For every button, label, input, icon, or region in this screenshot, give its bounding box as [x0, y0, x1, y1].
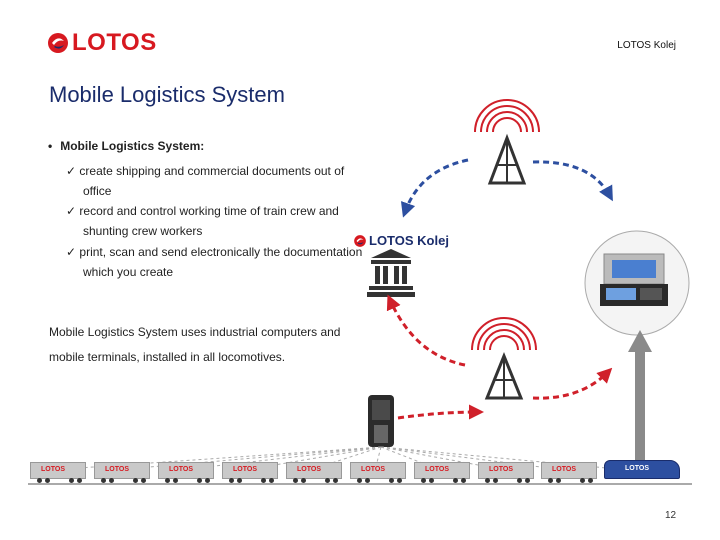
blue-arrow	[533, 162, 610, 196]
wheel-icon	[269, 478, 274, 483]
wheel-icon	[229, 478, 234, 483]
blue-arrow	[405, 160, 468, 212]
wheel-icon	[173, 478, 178, 483]
wheel-icon	[429, 478, 434, 483]
brand-label: LOTOS Kolej	[617, 40, 676, 51]
check-item-line: which you create	[66, 265, 173, 279]
bullet-dot: •	[48, 139, 52, 153]
wagon-label: LOTOS	[41, 466, 65, 473]
slide-title: Mobile Logistics System	[49, 82, 285, 108]
wheel-icon	[101, 478, 106, 483]
wheel-icon	[109, 478, 114, 483]
bullet-heading-text: Mobile Logistics System:	[60, 139, 204, 153]
wheel-icon	[357, 478, 362, 483]
wagon-icon: LOTOS	[94, 462, 150, 479]
lotos-flame-icon	[46, 31, 70, 55]
paragraph-line: mobile terminals, installed in all locom…	[49, 350, 285, 364]
wheel-icon	[37, 478, 42, 483]
wheel-icon	[301, 478, 306, 483]
wagon-label: LOTOS	[425, 466, 449, 473]
checkmark-icon: ✓	[66, 245, 76, 259]
bullet-heading: • Mobile Logistics System:	[48, 139, 204, 153]
logo-wordmark: LOTOS	[72, 29, 157, 57]
paragraph-line: Mobile Logistics System uses industrial …	[49, 325, 340, 339]
checkmark-icon: ✓	[66, 204, 76, 218]
wheel-icon	[421, 478, 426, 483]
wheel-icon	[325, 478, 330, 483]
wheel-icon	[397, 478, 402, 483]
wheel-icon	[525, 478, 530, 483]
red-arrow	[390, 300, 465, 365]
wheel-icon	[365, 478, 370, 483]
lotos-flame-icon	[353, 234, 367, 248]
checkmark-icon: ✓	[66, 164, 76, 178]
mobile-terminal-icon	[368, 395, 394, 447]
wagon-label: LOTOS	[233, 466, 257, 473]
wagon-icon: LOTOS	[414, 462, 470, 479]
wheel-icon	[517, 478, 522, 483]
wheel-icon	[141, 478, 146, 483]
wheel-icon	[333, 478, 338, 483]
wagon-icon: LOTOS	[350, 462, 406, 479]
wheel-icon	[133, 478, 138, 483]
wheel-icon	[580, 478, 585, 483]
check-item-line: print, scan and send electronically the …	[79, 245, 362, 259]
radio-tower-icon	[472, 318, 536, 398]
check-item: ✓ create shipping and commercial documen…	[66, 161, 366, 201]
wheel-icon	[588, 478, 593, 483]
locomotive-label: LOTOS	[625, 465, 649, 472]
wheel-icon	[77, 478, 82, 483]
check-item: ✓ record and control working time of tra…	[66, 201, 366, 241]
description-paragraph: Mobile Logistics System uses industrial …	[49, 320, 379, 370]
wheel-icon	[69, 478, 74, 483]
wheel-icon	[45, 478, 50, 483]
wheel-icon	[556, 478, 561, 483]
check-item: ✓ print, scan and send electronically th…	[66, 242, 366, 282]
wheel-icon	[453, 478, 458, 483]
wagon-label: LOTOS	[489, 466, 513, 473]
wagon-icon: LOTOS	[222, 462, 278, 479]
wagon-label: LOTOS	[552, 466, 576, 473]
red-arrow	[398, 412, 478, 418]
locomotive-icon: LOTOS	[604, 460, 680, 479]
wheel-icon	[461, 478, 466, 483]
wheel-icon	[237, 478, 242, 483]
page-number: 12	[665, 510, 676, 521]
check-item-line: shunting crew workers	[66, 224, 202, 238]
wheel-icon	[293, 478, 298, 483]
wheel-icon	[205, 478, 210, 483]
wagon-icon: LOTOS	[30, 462, 86, 479]
check-item-line: record and control working time of train…	[79, 204, 338, 218]
lotos-kolej-text: LOTOS Kolej	[369, 233, 449, 248]
wagon-label: LOTOS	[169, 466, 193, 473]
wagon-label: LOTOS	[297, 466, 321, 473]
wagon-icon: LOTOS	[478, 462, 534, 479]
wheel-icon	[548, 478, 553, 483]
wheel-icon	[197, 478, 202, 483]
lotos-kolej-logo: LOTOS Kolej	[353, 232, 453, 252]
wagon-label: LOTOS	[105, 466, 129, 473]
industrial-laptop-icon	[585, 231, 689, 335]
lotos-logo: LOTOS	[46, 28, 156, 58]
wheel-icon	[485, 478, 490, 483]
wagon-icon: LOTOS	[286, 462, 342, 479]
wheel-icon	[261, 478, 266, 483]
wagon-label: LOTOS	[361, 466, 385, 473]
check-item-line: create shipping and commercial documents…	[79, 164, 344, 178]
check-item-line: office	[66, 184, 111, 198]
wagon-icon: LOTOS	[541, 462, 597, 479]
wagon-icon: LOTOS	[158, 462, 214, 479]
red-arrow	[533, 372, 608, 398]
radio-tower-icon	[475, 100, 539, 183]
bank-building-icon	[367, 249, 415, 297]
wheel-icon	[165, 478, 170, 483]
wheel-icon	[493, 478, 498, 483]
wheel-icon	[389, 478, 394, 483]
gray-arrow	[628, 330, 652, 470]
